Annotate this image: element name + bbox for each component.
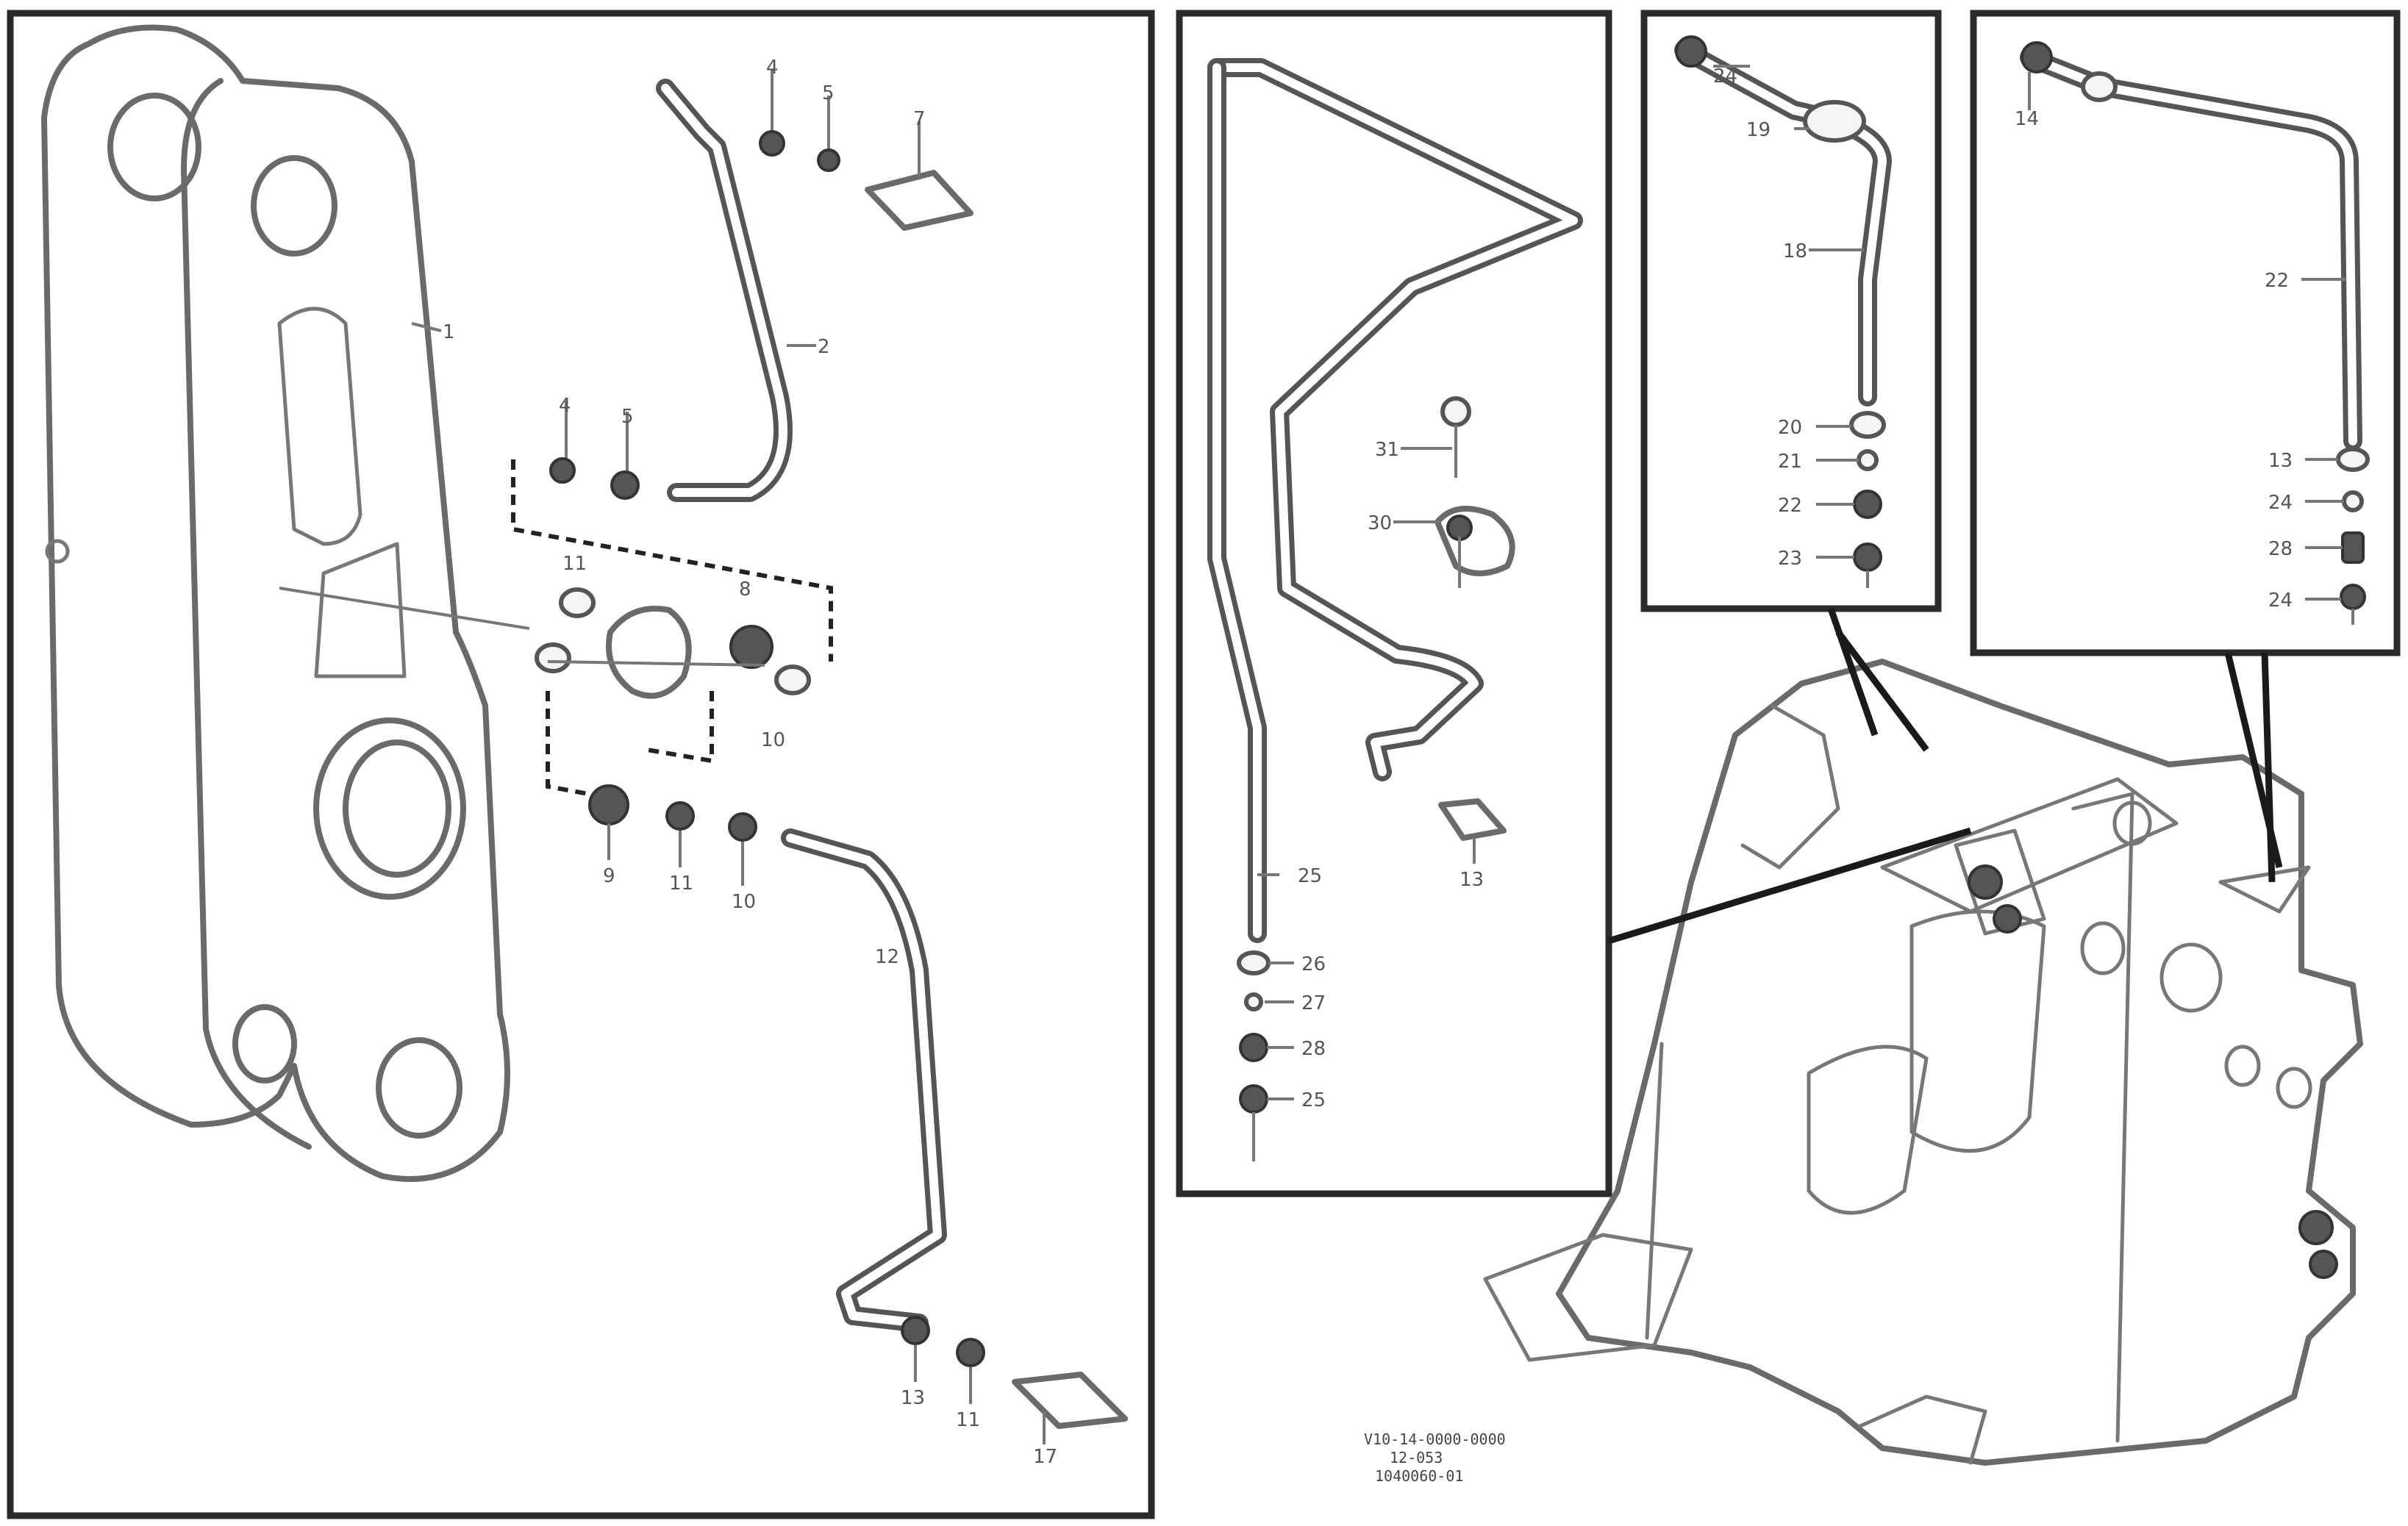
callout-box2-a: 24	[1713, 65, 1737, 87]
callout-mid-clamp: 30	[1368, 512, 1392, 534]
top-washer-part	[817, 148, 840, 172]
footer-ref-line1: V10-14-0000-0000	[1364, 1430, 1506, 1448]
callout-mid-d: 25	[1301, 1089, 1326, 1111]
top-fitting-part	[865, 170, 973, 231]
panel-frame-lift-arm	[7, 10, 1155, 1519]
panel-frame-detail-3	[1970, 10, 2401, 656]
mid-clamp-part	[1435, 506, 1515, 588]
footer-ref-line3: 1040060-01	[1375, 1467, 1463, 1485]
box3-b-part	[2336, 447, 2370, 472]
callout-end-nipple: 13	[901, 1387, 925, 1409]
callout-bottom-nipple: 10	[732, 891, 756, 913]
callout-box2-d: 21	[1778, 451, 1802, 473]
bottom-washer-part	[665, 801, 695, 831]
callout-top-pipe: 2	[818, 336, 830, 358]
callout-left-nipple: 4	[559, 395, 571, 417]
end-washer-part	[956, 1338, 985, 1367]
box2-c-part	[1849, 411, 1886, 439]
callout-mid-a: 26	[1301, 953, 1326, 975]
callout-box2-pipe: 18	[1783, 240, 1807, 262]
lower-pipe	[781, 828, 947, 1333]
callout-box2-c: 20	[1778, 417, 1802, 439]
mid-b-part	[1244, 992, 1263, 1011]
box3-d-part	[2341, 531, 2365, 564]
callout-lift-arm: 1	[443, 321, 455, 343]
callout-end-fitting: 17	[1033, 1446, 1057, 1468]
callout-box2-e: 22	[1778, 495, 1802, 517]
callout-left-washer: 5	[621, 406, 634, 428]
callout-bottom-fitting: 9	[603, 865, 615, 887]
callout-box3-e: 24	[2268, 590, 2293, 612]
end-nipple-part	[901, 1316, 930, 1345]
lift-arm	[41, 24, 510, 1182]
callout-end-washer: 11	[956, 1409, 980, 1431]
footer-ref-line2: 12-053	[1390, 1449, 1443, 1466]
callout-top-fitting: 7	[913, 108, 926, 130]
connector-box2b	[1835, 630, 1929, 752]
callout-lower-pipe: 12	[875, 946, 899, 968]
callout-mid-c: 28	[1301, 1038, 1326, 1060]
callout-mid-pipe: 25	[1298, 865, 1322, 887]
connector-mid	[1607, 827, 1972, 945]
bottom-fitting-part	[588, 784, 629, 825]
callout-box3-c: 24	[2268, 492, 2293, 514]
mid-fitting-part	[1438, 798, 1507, 841]
connector-box3b	[2261, 652, 2276, 883]
box2-d-part	[1857, 449, 1879, 471]
bottom-nipple-part	[728, 812, 757, 842]
connector-box2	[1827, 607, 1879, 737]
box3-e-part	[2340, 584, 2366, 610]
callout-box2-b: 19	[1746, 119, 1771, 141]
top-pipe	[656, 79, 793, 502]
callout-box3-a: 14	[2015, 108, 2039, 130]
callout-bottom-washer: 11	[669, 873, 693, 895]
box3-c-part	[2342, 490, 2364, 512]
callout-mid-bolt: 31	[1375, 439, 1399, 461]
top-nipple-part	[759, 130, 785, 157]
callout-mid-fitting: 13	[1460, 869, 1484, 891]
callout-box3-pipe: 22	[2265, 270, 2289, 292]
loader-frame	[1483, 659, 2363, 1466]
callout-bracket-nipple: 8	[739, 578, 751, 601]
callout-bracket-union: 10	[761, 729, 785, 751]
bracket-assembly	[535, 587, 811, 699]
panel-frame-pipe-detail	[1176, 10, 1612, 1197]
panel-frame-detail-2	[1640, 10, 1942, 612]
box2-e-part	[1853, 490, 1882, 519]
mid-pipe	[1207, 58, 1583, 943]
left-nipple-part	[549, 457, 576, 484]
callout-mid-b: 27	[1301, 992, 1326, 1014]
mid-c-part	[1239, 1033, 1268, 1062]
end-fitting-part	[1012, 1372, 1128, 1429]
mid-a-part	[1237, 950, 1271, 975]
callout-box3-d: 28	[2268, 538, 2293, 560]
callout-top-washer: 5	[822, 82, 835, 104]
mid-d-part	[1239, 1084, 1268, 1114]
callout-box3-b: 13	[2268, 450, 2293, 472]
box2-pipe	[1674, 35, 1892, 406]
left-washer-part	[610, 470, 640, 500]
box2-f-part	[1853, 542, 1882, 572]
mid-bolt-part	[1440, 396, 1471, 478]
callout-bracket-washer: 11	[562, 553, 587, 575]
box3-pipe	[2020, 41, 2362, 451]
callout-top-nipple: 4	[766, 57, 779, 79]
callout-box2-f: 23	[1778, 548, 1802, 570]
